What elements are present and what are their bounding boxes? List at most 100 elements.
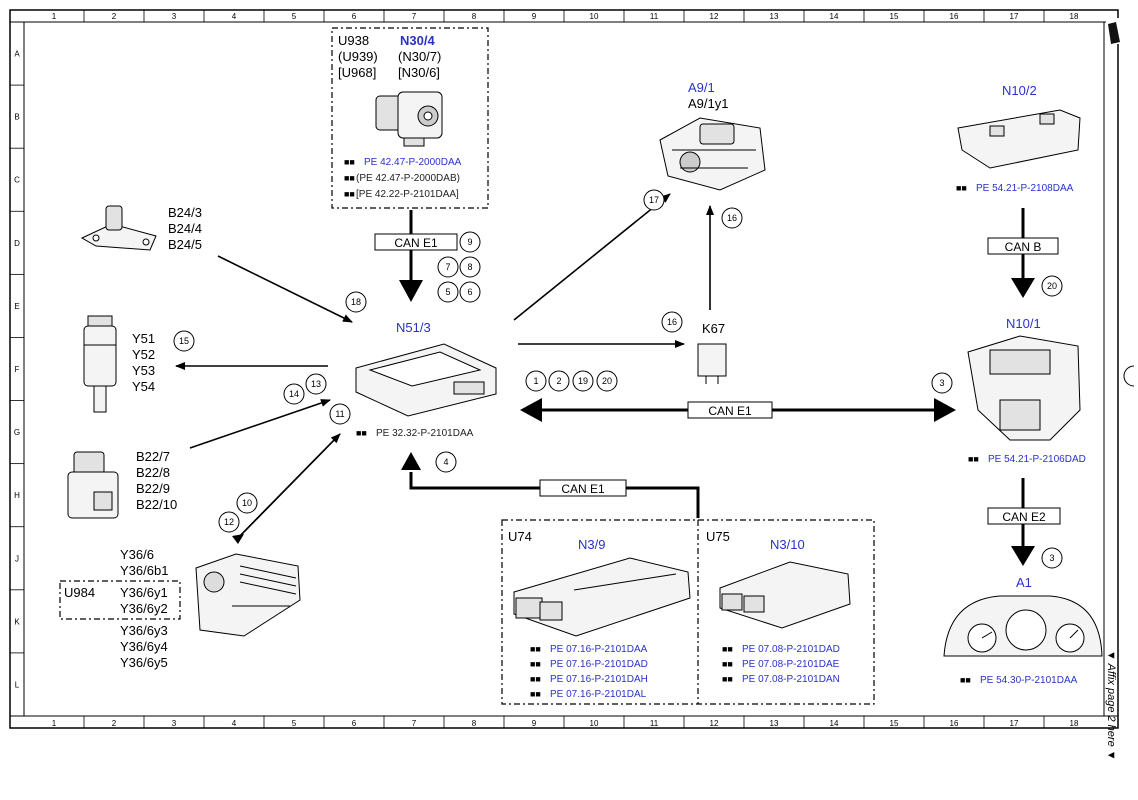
can-e1-main-bus: CAN E1 [520,398,956,422]
row-index-label: F [15,365,20,374]
row-index-label: G [14,428,20,437]
book-icon: ■■ [968,454,979,464]
engine-control-group: U74 N3/9 ■■ PE 07.16-P-2101DAA ■■ PE 07.… [501,519,875,705]
airmatic-control-unit-image [355,343,497,417]
column-index-label: 1 [52,719,57,728]
can-e2-connection: CAN E2 [987,478,1061,566]
book-icon: ■■ [344,189,355,199]
svg-text:10: 10 [242,498,252,508]
book-icon: ■■ [722,659,733,669]
row-index-label: K [14,617,20,626]
column-index-label: 18 [1070,719,1079,728]
k67-component: K67 [697,321,727,384]
callout-9: 9 [459,231,481,253]
valve-block-image [195,553,301,637]
book-icon: ■■ [960,675,971,685]
svg-text:18: 18 [351,297,361,307]
n30-component-group: U938 N30/4 (U939) (N30/7) [U968] [N30/6]… [331,27,489,209]
callout-4: 4 [435,451,457,473]
svg-text:2: 2 [556,376,561,386]
n3-10-ref-list: ■■ PE 07.08-P-2101DAD ■■ PE 07.08-P-2101… [722,644,840,685]
n51-3-component: N51/3 ■■ PE 32.32-P-2101DAA [355,320,497,439]
b22-label-1: B22/7 [136,449,170,464]
callout-2: 2 [548,370,570,392]
row-index-label: B [14,113,19,122]
compressor-image [659,117,766,191]
callout-17: 17 [643,189,665,211]
column-index-label: 5 [292,12,297,21]
y36-boxed-code: U984 [64,585,95,600]
callout-6: 6 [459,281,481,303]
svg-text:11: 11 [335,409,344,419]
can-bus-label-bottom: CAN E1 [561,482,605,496]
svg-text:20: 20 [602,376,612,386]
y36-label-4: Y36/6y2 [120,601,168,616]
svg-text:3: 3 [1049,553,1054,563]
can-b-connection: CAN B [987,208,1059,298]
column-index-label: 16 [950,719,959,728]
n3-10-code: U75 [706,529,730,544]
a1-component: A1 ■■ PE 54.30-P-2101DAA [943,575,1103,686]
instrument-cluster-image [943,595,1103,657]
column-index-label: 16 [950,12,959,21]
book-icon: ■■ [344,173,355,183]
column-index-label: 9 [532,12,537,21]
column-index-label: 3 [172,719,177,728]
column-index-label: 11 [650,719,659,728]
callout-13: 13 [305,373,327,395]
column-index-label: 8 [472,12,477,21]
n3-10-ref-2: PE 07.08-P-2101DAE [742,659,840,670]
n10-1-ref: PE 54.21-P-2106DAD [988,454,1086,465]
callout-7: 7 [437,256,459,278]
n10-2-title: N10/2 [1002,83,1037,98]
row-index-label: C [14,176,20,185]
column-index-label: 8 [472,719,477,728]
book-icon: ■■ [344,157,355,167]
can-bus-label-main: CAN E1 [708,404,752,418]
column-index-label: 17 [1010,719,1019,728]
row-index-label: L [15,680,20,689]
column-index-label: 18 [1070,12,1079,21]
can-bus-label-e2: CAN E2 [1002,510,1046,524]
can-e1-top-connection: CAN E1 [374,210,458,302]
callout-11: 11 [329,403,351,425]
n10-1-title: N10/1 [1006,316,1041,331]
svg-text:13: 13 [311,379,321,389]
b22-component: B22/7 B22/8 B22/9 B22/10 [67,449,177,519]
n30-ref-2: (PE 42.47-P-2000DAB) [356,173,460,184]
svg-text:5: 5 [445,287,450,297]
n30-title-1: N30/4 [400,33,435,48]
svg-text:16: 16 [727,213,737,223]
row-index-label: D [14,239,20,248]
column-index-label: 10 [590,719,599,728]
a1-ref: PE 54.30-P-2101DAA [980,675,1078,686]
svg-text:6: 6 [467,287,472,297]
can-bus-label-b: CAN B [1005,240,1042,254]
column-index-label: 14 [830,719,839,728]
column-index-label: 9 [532,719,537,728]
column-index-label: 15 [890,719,899,728]
n30-code-2: (U939) [338,49,378,64]
callout-3-mid: 3 [931,372,953,394]
y5x-component: Y51 Y52 Y53 Y54 [83,315,155,413]
y36-label-5: Y36/6y3 [120,623,168,638]
book-icon: ■■ [530,689,541,699]
callout-16-upper: 16 [721,207,743,229]
svg-text:16: 16 [667,317,677,327]
callout-1: 1 [525,370,547,392]
svg-text:3: 3 [939,378,944,388]
n3-10-ref-3: PE 07.08-P-2101DAN [742,674,840,685]
n3-10-title: N3/10 [770,537,805,552]
y36-label-3: Y36/6y1 [120,585,168,600]
column-index-label: 2 [112,12,117,21]
level-sensor-image [80,205,157,251]
svg-text:9: 9 [467,237,472,247]
column-index-label: 7 [412,12,417,21]
svg-text:15: 15 [179,336,189,346]
column-index-label: 1 [52,12,57,21]
offpage-callout-fragment [1123,365,1135,387]
a9-1-title: A9/1 [688,80,715,95]
